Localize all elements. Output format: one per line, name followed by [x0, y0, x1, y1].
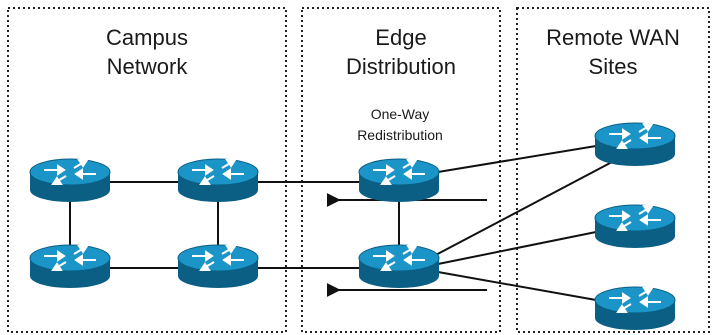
router-icon-remote-2: [594, 204, 676, 249]
router-icon-campus-bottom-left: [29, 244, 111, 289]
redistribution-note-line1: One-Way: [371, 106, 430, 122]
router-icon-remote-1: [594, 122, 676, 167]
remote-zone-border: [516, 7, 710, 333]
edge-title-line2: Distribution: [346, 54, 456, 79]
network-links: [69, 145, 613, 301]
link-edge-bottom-to-remote2: [437, 231, 597, 265]
remote-title-line2: Sites: [589, 54, 638, 79]
link-edge-top-to-remote1: [437, 145, 597, 173]
remote-title-line1: Remote WAN: [546, 25, 680, 50]
router-icon-campus-bottom-right: [177, 244, 259, 289]
router-icon-edge-top: [358, 158, 440, 203]
link-edge-bottom-to-remote1: [429, 161, 613, 259]
router-icon-campus-top-right: [177, 158, 259, 203]
edge-zone-border: [301, 7, 501, 333]
router-icon-edge-bottom: [358, 244, 440, 289]
campus-title-line2: Network: [107, 54, 189, 79]
router-icon-campus-top-left: [29, 158, 111, 203]
edge-title-line1: Edge: [375, 25, 426, 50]
campus-zone-border: [7, 7, 287, 333]
link-edge-bottom-to-remote3: [437, 271, 597, 301]
campus-title-line1: Campus: [106, 25, 188, 50]
router-icon-remote-3: [594, 286, 676, 331]
redistribution-note-line2: Redistribution: [357, 127, 443, 143]
